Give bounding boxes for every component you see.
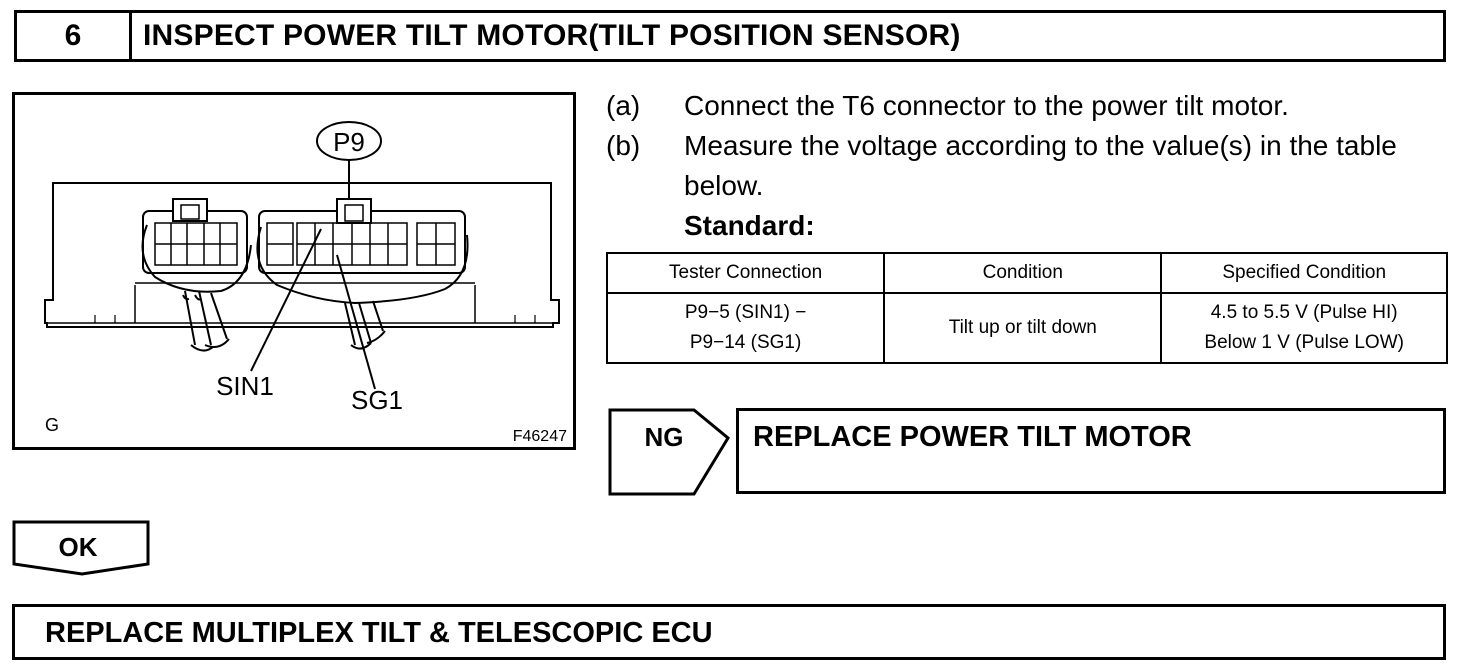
connection-line: P9−5 (SIN1) − [684,302,807,323]
ng-action-box: REPLACE POWER TILT MOTOR [736,408,1446,494]
ok-label: OK [59,532,98,562]
spec-line: 4.5 to 5.5 V (Pulse HI) [1210,302,1398,323]
condition-cell: Tilt up or tilt down [883,292,1163,364]
ng-action-text: REPLACE POWER TILT MOTOR [753,421,1192,453]
step-b-letter: (b) [606,130,641,161]
step-a-text: Connect the T6 connector to the power ti… [684,90,1289,121]
pin-label-sin1: SIN1 [216,371,274,401]
connector-id-label: P9 [333,127,365,157]
connection-line: P9−14 (SG1) [689,332,802,353]
connector-illustration: P9 SIN1 SG1 G F46247 [12,92,576,450]
table-header: Tester Connection [605,252,886,294]
spec-line: Below 1 V (Pulse LOW) [1204,332,1404,353]
step-a: (a) Connect the T6 connector to the powe… [606,86,1456,126]
ecu-connector-drawing: P9 SIN1 SG1 G F46247 [44,121,567,445]
table-header: Specified Condition [1160,252,1448,294]
table-row: P9−5 (SIN1) − P9−14 (SG1) Tilt up or til… [605,292,1448,364]
tester-connection-cell: P9−5 (SIN1) − P9−14 (SG1) [605,292,886,364]
step-b: (b) Measure the voltage according to the… [606,126,1456,206]
specification-table: Tester Connection Condition Specified Co… [605,252,1448,364]
figure-corner-letter: G [45,415,59,435]
step-a-letter: (a) [606,90,641,121]
table-header: Condition [883,252,1163,294]
step-header: 6 INSPECT POWER TILT MOTOR(TILT POSITION… [14,10,1446,62]
step-b-text-line2: below. [684,170,764,201]
pin-label-sg1: SG1 [351,385,403,415]
figure-code: F46247 [513,428,567,445]
final-action-box: REPLACE MULTIPLEX TILT & TELESCOPIC ECU [12,604,1446,660]
ng-label: NG [645,422,684,452]
step-number: 6 [17,13,132,59]
step-b-text-line1: Measure the voltage according to the val… [684,130,1397,161]
step-title: INSPECT POWER TILT MOTOR(TILT POSITION S… [143,19,961,52]
standard-label: Standard: [684,210,815,241]
final-action-text: REPLACE MULTIPLEX TILT & TELESCOPIC ECU [45,617,713,649]
ng-arrow: NG [608,408,730,496]
ok-arrow: OK [12,520,150,576]
table-header-row: Tester Connection Condition Specified Co… [605,252,1448,294]
specified-condition-cell: 4.5 to 5.5 V (Pulse HI) Below 1 V (Pulse… [1160,292,1448,364]
